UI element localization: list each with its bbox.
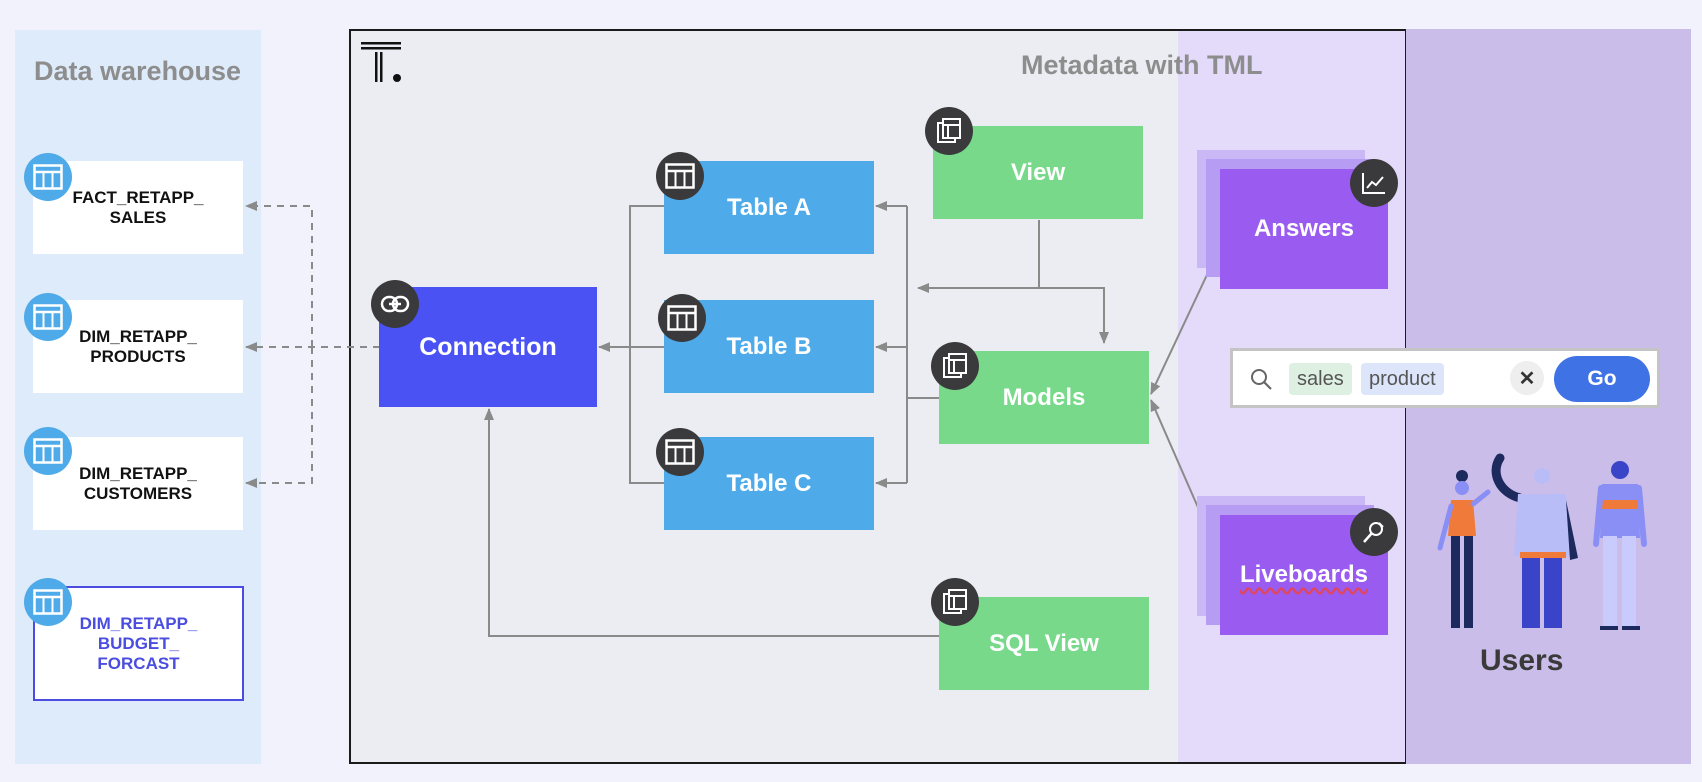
search-token-product[interactable]: product xyxy=(1361,363,1444,395)
search-icon xyxy=(1251,369,1272,390)
table-icon xyxy=(656,428,704,476)
go-button[interactable]: Go xyxy=(1554,356,1650,402)
close-icon[interactable]: ✕ xyxy=(1510,361,1544,395)
table-icon xyxy=(24,427,72,475)
liveboards-label: Liveboards xyxy=(1239,561,1369,588)
view-icon xyxy=(931,342,979,390)
sql-view-node[interactable]: SQL View xyxy=(939,597,1149,690)
view-icon xyxy=(925,107,973,155)
line-chart-icon xyxy=(1350,159,1398,207)
search-bar[interactable]: sales product ✕ Go xyxy=(1230,348,1660,408)
data-warehouse-heading: Data warehouse xyxy=(34,56,242,86)
table-icon xyxy=(24,153,72,201)
thoughtspot-logo xyxy=(361,42,403,84)
connection-node[interactable]: Connection xyxy=(379,287,597,407)
users-heading: Users xyxy=(1480,644,1564,677)
metadata-heading: Metadata with TML xyxy=(1021,50,1263,80)
pin-icon xyxy=(1350,508,1398,556)
search-token-sales[interactable]: sales xyxy=(1289,363,1352,395)
users-illustration xyxy=(1437,453,1647,630)
table-icon xyxy=(658,294,706,342)
link-icon xyxy=(371,280,419,328)
table-icon xyxy=(656,152,704,200)
view-icon xyxy=(931,578,979,626)
table-icon xyxy=(24,578,72,626)
table-icon xyxy=(24,293,72,341)
